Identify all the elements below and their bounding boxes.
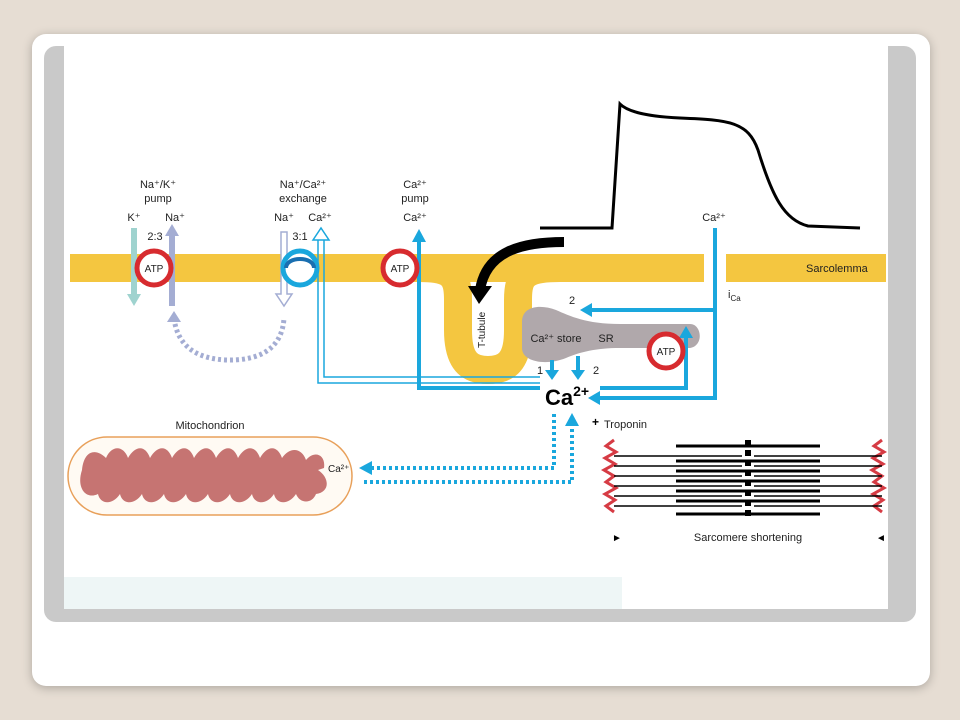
exchange-ca-path-inner	[323, 240, 540, 378]
na-arrowhead	[165, 224, 179, 236]
number-2-bottom: 2	[593, 365, 599, 377]
number-1: 1	[537, 365, 543, 377]
sarcoplasmic-reticulum: Ca²⁺ store SR ATP	[522, 306, 700, 390]
ca-pump-title: pump	[401, 193, 429, 205]
exchange-ca-path-outer	[317, 240, 540, 384]
atp-ring-capump	[380, 248, 420, 288]
ica-influx-path	[596, 228, 717, 400]
release-arrowhead-1	[545, 370, 559, 380]
nak-pump-subtitle: pump	[144, 193, 172, 205]
depolarization-black-arrow	[475, 237, 565, 292]
number-2-top: 2	[569, 295, 575, 307]
shortening-arrow-left: ►	[612, 533, 622, 544]
serca-arrowhead	[679, 326, 693, 338]
troponin-label: Troponin	[604, 419, 647, 431]
na-ion-label: Na⁺	[165, 212, 185, 224]
ica-ca-label: Ca²⁺	[702, 212, 726, 224]
exchange-na-label: Na⁺	[274, 212, 294, 224]
shortening-arrow-right: ◄	[876, 533, 886, 544]
na-recycle-dashed-loop	[171, 317, 287, 363]
atp-label-serca: ATP	[657, 347, 676, 358]
ca-pump-ion-top: Ca²⁺	[403, 179, 427, 191]
thin-filaments	[614, 455, 882, 507]
release-arrowhead-2	[571, 370, 585, 380]
sarcomere-shortening-label: Sarcomere shortening	[694, 532, 802, 544]
ratio-2-3-label: 2:3	[147, 231, 162, 243]
exchange-ca-label: Ca²⁺	[308, 212, 332, 224]
mitochondrion: Mitochondrion Ca²⁺	[67, 420, 353, 516]
mito-ca-label: Ca²⁺	[328, 464, 349, 475]
nak-pump-title: Na⁺/K⁺	[140, 179, 176, 191]
ca-to-mito-dashed	[370, 414, 556, 470]
serca-uptake-path	[600, 336, 688, 390]
mito-cristae	[80, 448, 327, 503]
exchanger-cycle-arc	[284, 257, 316, 269]
mito-to-ca-dashed	[364, 424, 574, 484]
k-arrowhead	[127, 294, 141, 306]
sr-store-label: Ca²⁺ store	[530, 333, 581, 345]
na-k-pump: Na⁺/K⁺ pump K⁺ Na⁺ 2:3 ATP	[127, 179, 185, 306]
t-tubule-label: T-tubule	[477, 311, 488, 348]
sr-label: SR	[598, 333, 613, 345]
na-ca-exchanger: Na⁺/Ca²⁺ exchange Na⁺ Ca²⁺ 3:1	[274, 179, 540, 384]
exchange-ca-arrowhead	[311, 226, 331, 241]
ca-pump-path	[417, 242, 540, 390]
atp-label-nak: ATP	[145, 264, 164, 275]
black-arrowhead	[468, 286, 492, 304]
atp-ring-serca	[646, 331, 686, 371]
ca-pump-ion-label: Ca²⁺	[403, 212, 427, 224]
ca-pump: Ca²⁺ pump Ca²⁺ ATP	[380, 179, 540, 390]
ca-pump-arrowhead	[412, 229, 426, 242]
plus-sign: +	[592, 415, 599, 429]
action-potential-trace	[540, 100, 861, 230]
ica-arrowhead	[588, 391, 600, 405]
ica-sr-arrowhead	[580, 303, 592, 317]
ica-label: iCa	[728, 289, 741, 303]
exchanger-ring	[280, 248, 320, 288]
k-ion-label: K⁺	[127, 212, 140, 224]
exchange-title: Na⁺/Ca²⁺	[280, 179, 327, 191]
mito-uptake-arrowhead	[359, 461, 372, 475]
ratio-3-1-label: 3:1	[292, 231, 307, 243]
na-loop-arrowhead	[167, 311, 181, 322]
atp-label-capump: ATP	[391, 264, 410, 275]
mitochondrion-label: Mitochondrion	[175, 420, 244, 432]
bottom-strip	[64, 577, 622, 609]
sarcomere: ► ◄ Sarcomere shortening	[600, 438, 888, 544]
atp-ring-nak	[134, 248, 174, 288]
mito-release-arrowhead	[565, 413, 579, 426]
sarcolemma-label: Sarcolemma	[806, 263, 869, 275]
exchange-subtitle: exchange	[279, 193, 327, 205]
cytosolic-ca-label: Ca2+	[545, 383, 589, 410]
